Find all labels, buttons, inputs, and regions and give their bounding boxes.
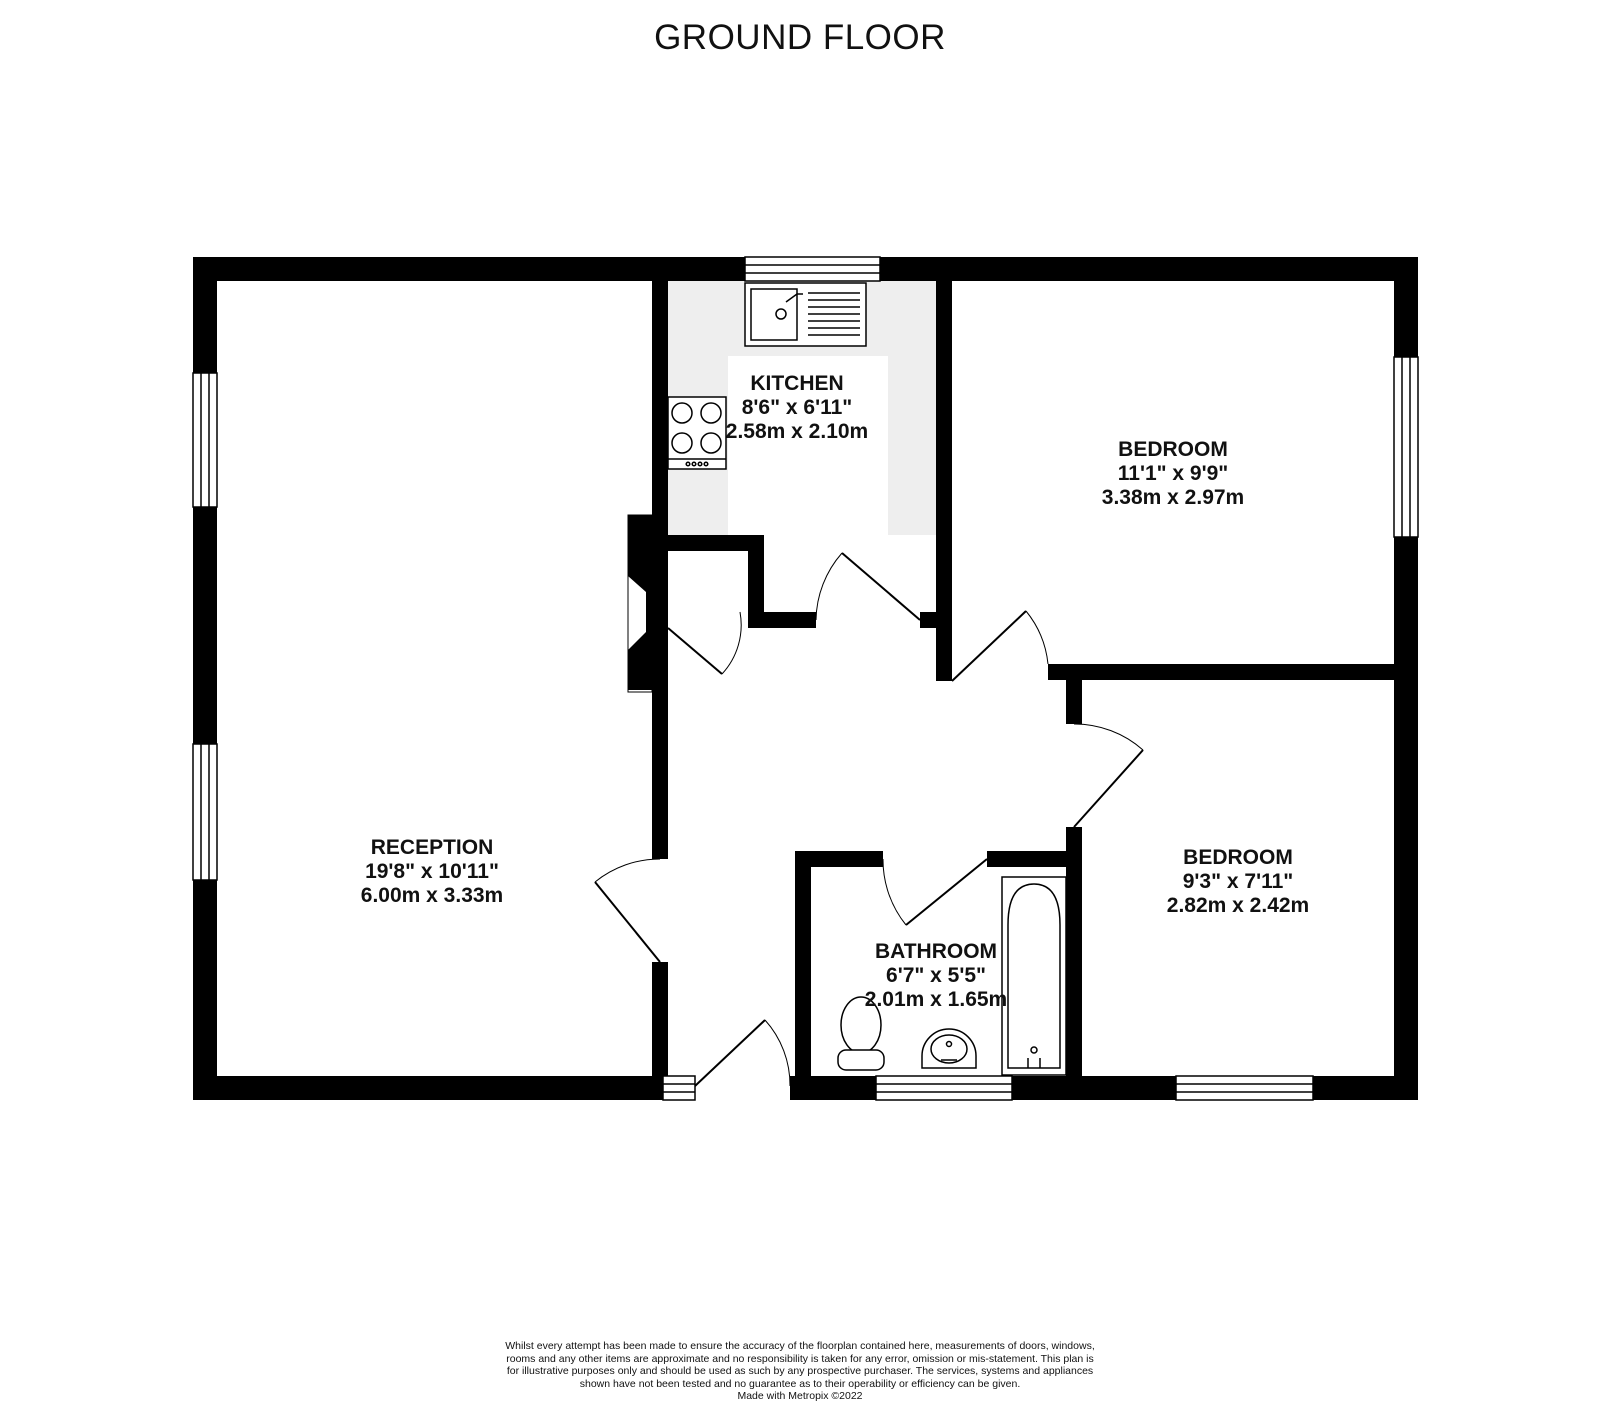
room-name: KITCHEN	[750, 372, 844, 395]
window-bedroom-1	[1393, 356, 1419, 538]
room-metric: 2.58m x 2.10m	[725, 420, 869, 443]
room-metric: 3.38m x 2.97m	[1101, 486, 1245, 509]
room-label-bedroom-1: BEDROOM 11'1" x 9'9" 3.38m x 2.97m	[1102, 438, 1244, 510]
door-front	[694, 1019, 791, 1087]
window-reception-lower	[192, 743, 218, 881]
door-reception	[594, 858, 661, 963]
room-imperial: 19'8" x 10'11"	[365, 860, 499, 883]
walls	[193, 257, 1418, 1100]
door-bedroom-2	[1073, 723, 1144, 828]
room-label-bathroom: BATHROOM 6'7" x 5'5" 2.01m x 1.65m	[865, 940, 1007, 1012]
door-bedroom-1	[951, 610, 1049, 682]
door-cupboard	[667, 611, 742, 675]
room-metric: 2.82m x 2.42m	[1166, 894, 1310, 917]
room-imperial: 9'3" x 7'11"	[1182, 870, 1294, 893]
room-name: BATHROOM	[874, 940, 998, 963]
toilet-icon	[837, 996, 885, 1071]
window-bedroom-2	[1175, 1075, 1314, 1101]
sink-icon	[744, 282, 867, 347]
room-metric: 2.01m x 1.65m	[864, 988, 1008, 1011]
room-label-reception: RECEPTION 19'8" x 10'11" 6.00m x 3.33m	[361, 836, 503, 908]
room-imperial: 8'6" x 6'11"	[741, 396, 853, 419]
room-name: BEDROOM	[1118, 438, 1228, 461]
window-bathroom	[875, 1075, 1013, 1101]
window-kitchen	[744, 256, 881, 282]
floor-title: GROUND FLOOR	[654, 18, 946, 57]
hob-icon	[667, 396, 727, 470]
door-kitchen	[815, 552, 921, 621]
credit: Made with Metropix ©2022	[737, 1390, 863, 1402]
basin-icon	[921, 1028, 977, 1069]
disclaimer: Whilst every attempt has been made to en…	[500, 1340, 1100, 1403]
door-bathroom	[882, 858, 988, 926]
doors	[594, 552, 1144, 1087]
bath-icon	[1001, 876, 1067, 1076]
room-imperial: 6'7" x 5'5"	[886, 964, 986, 987]
disclaimer-text: Whilst every attempt has been made to en…	[505, 1340, 1095, 1390]
window-hall	[662, 1075, 696, 1101]
window-reception-upper	[192, 372, 218, 508]
room-name: BEDROOM	[1183, 846, 1293, 869]
room-name: RECEPTION	[370, 836, 494, 859]
room-imperial: 11'1" x 9'9"	[1117, 462, 1229, 485]
room-label-kitchen: KITCHEN 8'6" x 6'11" 2.58m x 2.10m	[726, 372, 868, 444]
windows	[192, 256, 1419, 1101]
room-metric: 6.00m x 3.33m	[360, 884, 504, 907]
room-label-bedroom-2: BEDROOM 9'3" x 7'11" 2.82m x 2.42m	[1167, 846, 1309, 918]
